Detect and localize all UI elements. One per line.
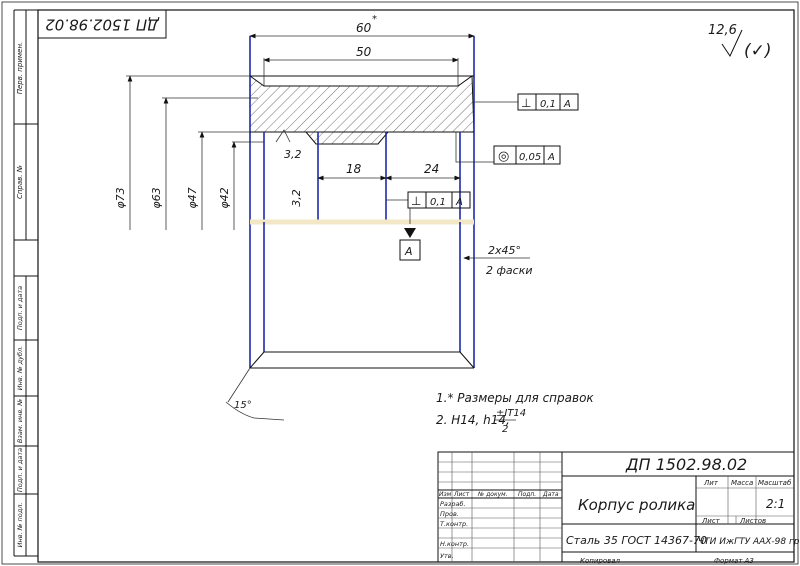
chamfer-note: 2 фаски <box>486 264 532 277</box>
tb-role-checker: Пров. <box>440 510 459 518</box>
tol3-symbol: ⊥ <box>411 194 421 208</box>
tb-role-approve: Утв. <box>440 552 454 560</box>
datum-label: A <box>404 245 413 258</box>
note-2-frac-top: ±IT14 <box>496 408 526 419</box>
angle-15: 15° <box>225 367 285 421</box>
tol1-symbol: ⊥ <box>521 96 531 110</box>
note-2: 2. H14, h14, <box>436 413 510 427</box>
roughness-check: (✓) <box>744 41 772 61</box>
tolerance-frame-1: ⊥ 0,1 A <box>474 93 579 111</box>
chamfer-size: 2x45° <box>488 244 521 257</box>
strip-cell-sign-date-2: Подп. и дата <box>16 448 24 492</box>
inner-border <box>37 9 795 563</box>
tb-hdr-izm: Изм <box>439 491 452 498</box>
tb-org: ЧТИ ИжГТУ ААХ-98 гр. <box>698 537 800 547</box>
dim-60-mark: * <box>372 14 377 25</box>
section-hatch <box>249 75 475 145</box>
tb-hdr-list: Лист <box>453 491 470 498</box>
tol2-value: 0,05 <box>519 152 541 163</box>
datum-marker: A <box>399 208 421 261</box>
strip-cell-dup-inv: Инв. № дубл. <box>16 346 24 390</box>
tb-hdr-date: Дата <box>542 491 559 498</box>
tb-hdr-sign: Подп. <box>518 491 536 498</box>
tol3-base: A <box>455 197 463 208</box>
tb-role-tcontrol: Т.контр. <box>440 520 468 528</box>
tb-part-name: Корпус ролика <box>578 496 695 514</box>
strip-cell-sign-date-1: Подп. и дата <box>16 286 24 330</box>
diameter-dims: φ73 φ63 φ47 φ42 <box>114 75 264 230</box>
tol2-symbol: ◎ <box>498 149 509 164</box>
tol2-base: A <box>547 152 555 163</box>
tol1-value: 0,1 <box>540 99 556 110</box>
radius-labels: 3,2 3,2 <box>275 129 303 207</box>
tb-col-scale: Масштаб <box>758 479 792 487</box>
dim-18-label: 18 <box>346 162 362 176</box>
tb-hdr-doc: № докум. <box>477 491 508 498</box>
strip-cell-first-use: Перв. примен. <box>16 42 24 95</box>
tolerance-frame-3: ⊥ 0,1 A <box>386 191 471 209</box>
tb-col-mass: Масса <box>731 479 753 487</box>
tolerance-frame-2: ◎ 0,05 A <box>455 132 561 165</box>
dim-d63: φ63 <box>150 187 163 208</box>
roughness-value: 12,6 <box>708 23 737 38</box>
dim-inner-50: 50 <box>263 45 459 86</box>
tol1-base: A <box>563 99 571 110</box>
strip-cell-ref-no: Справ. № <box>16 165 24 199</box>
technical-notes: 1.* Размеры для справок 2. H14, h14, ±IT… <box>436 391 594 435</box>
top-stamp-text: ДП 1502.98.02 <box>45 16 160 34</box>
left-strip: Перв. примен. Справ. № Подп. и дата Инв.… <box>13 9 38 557</box>
note-1: 1.* Размеры для справок <box>436 391 594 405</box>
tb-copied: Копировал <box>580 557 621 565</box>
tb-scale-value: 2:1 <box>766 497 785 511</box>
tol3-value: 0,1 <box>430 197 446 208</box>
tb-sheet-label: Лист <box>701 517 721 525</box>
tb-designation: ДП 1502.98.02 <box>625 455 747 474</box>
tb-col-lit: Лит <box>703 479 719 487</box>
title-block: ДП 1502.98.02 Корпус ролика Сталь 35 ГОС… <box>437 451 800 565</box>
tb-format: Формат А3 <box>714 557 754 565</box>
strip-cell-orig-inv: Инв. № подл. <box>16 503 24 548</box>
angle-label: 15° <box>234 400 252 411</box>
tb-role-ncontrol: Н.контр. <box>440 540 469 548</box>
dim-d42: φ42 <box>218 187 231 208</box>
dim-50-label: 50 <box>356 45 372 59</box>
chamfer-callout: 2x45° 2 фаски <box>463 244 532 277</box>
roughness-mark: 12,6 (✓) <box>708 23 772 61</box>
tb-sheets-label: Листов <box>739 517 766 525</box>
dim-overall-60: 60 * <box>249 14 475 39</box>
tb-role-developer: Разраб. <box>440 500 466 508</box>
strip-cell-replace-inv: Взам. инв. № <box>16 399 24 443</box>
dim-radius-2: 3,2 <box>290 189 303 207</box>
dim-24-label: 24 <box>424 162 439 176</box>
dim-18-24: 18 24 <box>317 162 461 181</box>
tb-material: Сталь 35 ГОСТ 14367-70 <box>566 534 707 547</box>
roughness-check-icon <box>721 29 743 58</box>
top-stamp-box: ДП 1502.98.02 <box>37 9 167 39</box>
note-2-frac-bottom: 2 <box>502 424 508 435</box>
dim-d73: φ73 <box>114 187 127 208</box>
dim-60-label: 60 <box>356 21 372 35</box>
dim-radius-1: 3,2 <box>284 148 302 161</box>
datum-triangle-icon <box>404 228 416 238</box>
dim-d47: φ47 <box>186 187 199 208</box>
